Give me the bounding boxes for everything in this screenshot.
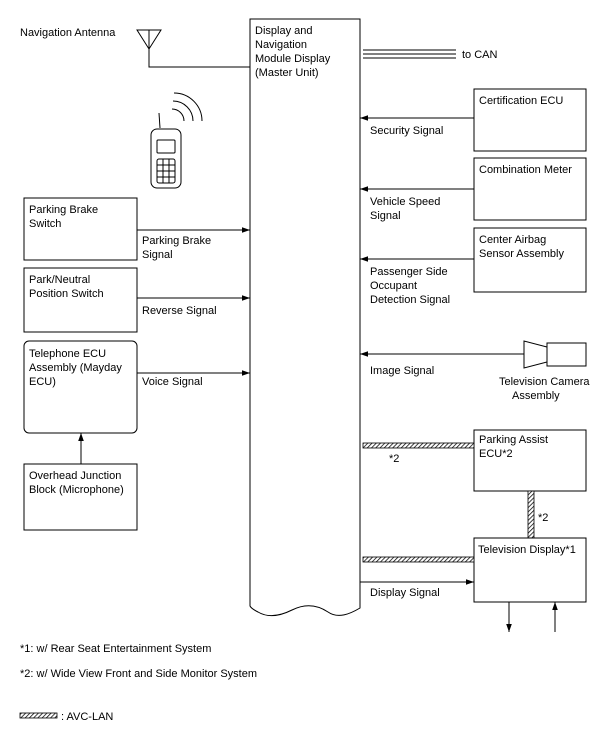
park-neutral-switch-line-1: Park/Neutral [29,274,90,286]
avc-lan-bus-parking-assist [362,442,475,449]
telephone-ecu: Telephone ECU Assembly (Mayday ECU) [23,340,138,434]
telephone-ecu-line-3: ECU) [29,376,56,388]
master-unit-label-line-3: Module Display [255,53,331,65]
master-unit-label-line-1: Display and [255,25,312,37]
vehicle-speed-signal-line-1: Vehicle Speed [370,196,440,208]
voice-signal-label: Voice Signal [142,376,203,388]
park-neutral-position-switch: Park/Neutral Position Switch [23,267,138,333]
can-bus: to CAN [363,49,498,61]
avc-lan-legend-swatch [19,712,58,719]
overhead-junction-line-2: Block (Microphone) [29,484,124,496]
combination-meter-label: Combination Meter [479,164,572,176]
note-2: *2: w/ Wide View Front and Side Monitor … [20,668,257,680]
avc-lan-bus-tv-display [362,556,475,563]
telephone-ecu-line-1: Telephone ECU [29,348,106,360]
display-signal-label: Display Signal [370,587,440,599]
combination-meter: Combination Meter [473,157,587,221]
avc-lan-mark-2: *2 [538,512,548,524]
parking-assist-ecu-line-2: ECU*2 [479,448,513,460]
avc-lan-legend: : AVC-LAN [19,711,113,723]
navigation-antenna: Navigation Antenna [20,27,250,68]
parking-brake-signal-line-1: Parking Brake [142,235,211,247]
certification-ecu-label: Certification ECU [479,95,563,107]
avc-lan-bus-vertical [527,490,535,539]
vehicle-speed-signal-line-2: Signal [370,210,401,222]
television-display-label: Television Display*1 [478,544,576,556]
avc-lan-mark-1: *2 [389,453,399,465]
overhead-junction-line-1: Overhead Junction [29,470,121,482]
master-unit-label-line-4: (Master Unit) [255,67,319,79]
passenger-detection-signal-line-3: Detection Signal [370,294,450,306]
security-signal-label: Security Signal [370,125,443,137]
television-camera-line-2: Assembly [512,390,560,402]
parking-assist-ecu-line-1: Parking Assist [479,434,548,446]
master-unit-label-line-2: Navigation [255,39,307,51]
image-signal-label: Image Signal [370,365,434,377]
parking-brake-switch-line-2: Switch [29,218,61,230]
television-camera-line-1: Television Camera [499,376,590,388]
master-unit-outline [249,18,361,617]
parking-assist-ecu: Parking Assist ECU*2 [473,429,587,492]
passenger-detection-signal-line-2: Occupant [370,280,417,292]
master-unit: Display and Navigation Module Display (M… [249,18,361,617]
mobile-phone-icon [150,92,203,189]
passenger-detection-signal-line-1: Passenger Side [370,266,448,278]
center-airbag-sensor-assembly: Center Airbag Sensor Assembly [473,227,587,293]
navigation-antenna-label: Navigation Antenna [20,27,116,39]
television-camera-icon [523,340,587,369]
park-neutral-switch-line-2: Position Switch [29,288,104,300]
reverse-signal-label: Reverse Signal [142,305,217,317]
parking-brake-switch: Parking Brake Switch [23,197,138,261]
parking-brake-signal-line-2: Signal [142,249,173,261]
avc-lan-legend-label: : AVC-LAN [61,711,113,723]
note-1: *1: w/ Rear Seat Entertainment System [20,643,211,655]
can-label: to CAN [462,49,498,61]
certification-ecu: Certification ECU [473,88,587,152]
antenna-icon [136,29,250,68]
telephone-ecu-line-2: Assembly (Mayday [29,362,122,374]
television-display: Television Display*1 [473,537,587,603]
center-airbag-line-2: Sensor Assembly [479,248,564,260]
overhead-junction-block: Overhead Junction Block (Microphone) [23,463,138,531]
parking-brake-switch-line-1: Parking Brake [29,204,98,216]
center-airbag-line-1: Center Airbag [479,234,546,246]
